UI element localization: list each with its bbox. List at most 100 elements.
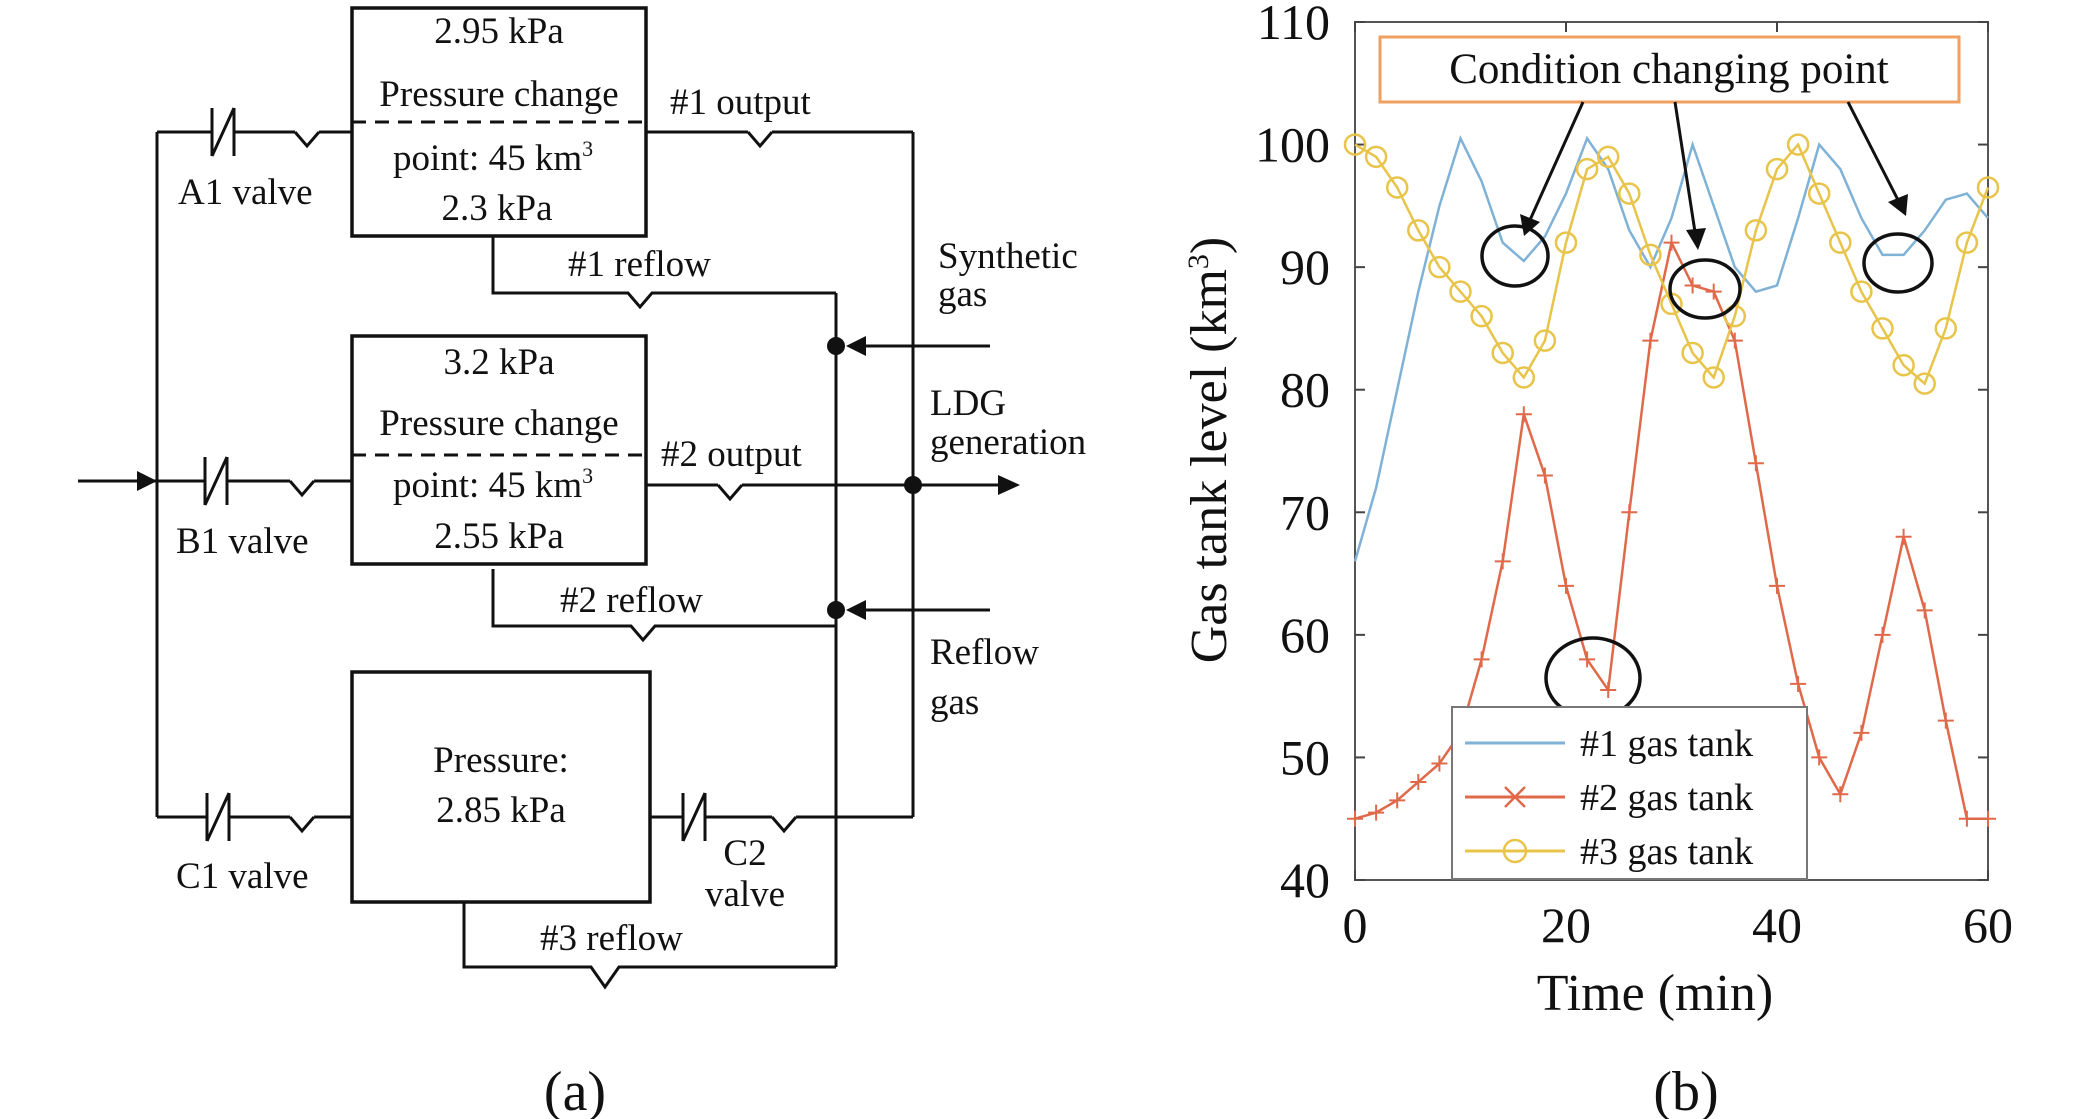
data-point-tank3 <box>1533 329 1557 352</box>
tank-1-change-point: point: 45 km3 <box>393 136 593 179</box>
c2-valve-label-line1: C2 <box>723 833 766 874</box>
c2-orifice-icon <box>770 816 798 834</box>
reflow-gas-arrow-icon <box>846 600 866 620</box>
y-tick-label: 70 <box>1280 484 1330 540</box>
junction-ldg <box>904 476 922 494</box>
data-point-tank2 <box>1726 332 1743 349</box>
legend-label-tank2: #2 gas tank <box>1580 777 1753 819</box>
data-point-tank3 <box>1449 280 1472 303</box>
c2-valve-label-line2: valve <box>705 874 785 915</box>
y-tick-label: 100 <box>1255 117 1330 173</box>
ldg-label-line2: generation <box>930 422 1086 463</box>
data-point-tank3 <box>1829 231 1852 254</box>
condition-circle <box>1668 258 1742 320</box>
data-point-tank2 <box>1790 675 1807 692</box>
arrow-head-icon <box>1520 214 1540 236</box>
data-point-tank3 <box>1934 317 1958 340</box>
annotation-arrows <box>1520 101 1908 250</box>
b1-orifice-icon <box>288 480 316 498</box>
data-point-tank2 <box>1958 810 1975 827</box>
y-tick-label: 60 <box>1280 607 1330 663</box>
legend-marker-tank2 <box>1504 786 1526 808</box>
y-tick-label: 110 <box>1257 0 1330 50</box>
data-point-tank3 <box>1850 280 1873 303</box>
tank-1-lower-pressure: 2.3 kPa <box>442 188 553 229</box>
y-tick-label: 40 <box>1280 852 1330 908</box>
output-1-label: #1 output <box>670 82 812 123</box>
reflow-2-label: #2 reflow <box>560 580 703 621</box>
data-point-tank3 <box>1765 157 1789 181</box>
data-point-tank2 <box>1621 504 1638 521</box>
data-point-tank3 <box>1385 176 1409 199</box>
condition-circle <box>1480 224 1550 288</box>
legend: #1 gas tank #2 gas tank #3 gas tank <box>1451 706 1808 880</box>
output-1-orifice-icon <box>746 131 774 149</box>
synthetic-gas-label-line2: gas <box>938 274 987 315</box>
data-point-tank2 <box>1347 810 1363 827</box>
data-point-tank3 <box>1744 219 1768 242</box>
arrow-head-icon <box>1888 194 1908 216</box>
tank-2-box <box>350 334 648 566</box>
data-point-tank3 <box>1491 341 1514 365</box>
a1-orifice-icon <box>293 131 321 149</box>
reflow-gas-label-line2: gas <box>930 682 979 723</box>
data-point-tank3 <box>1892 353 1915 377</box>
reflow-1-label: #1 reflow <box>568 244 711 285</box>
data-point-tank2 <box>1832 786 1849 803</box>
condition-circle <box>1862 232 1934 294</box>
data-point-tank3 <box>1702 366 1725 389</box>
data-point-tank3 <box>1639 243 1662 267</box>
data-point-tank2 <box>1410 773 1427 790</box>
ldg-label-line1: LDG <box>930 383 1006 424</box>
c2-valve-icon <box>681 792 707 842</box>
data-point-tank3 <box>1470 304 1493 328</box>
tank-2-upper-pressure: 3.2 kPa <box>444 342 555 383</box>
data-point-tank3 <box>1575 157 1599 181</box>
data-point-tank3 <box>1364 145 1388 169</box>
data-point-tank2 <box>1747 455 1764 472</box>
data-point-tank2 <box>1937 712 1954 729</box>
data-point-tank3 <box>1786 133 1810 156</box>
arrow-head-icon <box>1686 228 1706 250</box>
data-point-tank2 <box>1705 283 1722 300</box>
annotation-box <box>1378 35 1961 104</box>
y-tick-label: 50 <box>1280 729 1330 785</box>
tank-1-change-label: Pressure change <box>379 74 618 115</box>
panel-b-caption: (b) <box>1653 1061 1718 1119</box>
data-point-tank2 <box>1473 651 1490 668</box>
reflow-gas-label-line1: Reflow <box>930 632 1039 673</box>
data-point-tank2 <box>1579 651 1596 668</box>
junction-synthetic <box>827 337 845 355</box>
x-axis-label: Time (min) <box>1537 965 1773 1022</box>
panel-a-diagram: A1 valve B1 valve C1 valve 2.95 kPa Pres… <box>78 6 1086 1119</box>
a1-valve-icon <box>210 107 236 157</box>
legend-marker-tank3 <box>1502 838 1528 864</box>
data-point-tank2 <box>1515 406 1532 423</box>
data-point-tank3 <box>1807 182 1831 205</box>
series-line-tank3 <box>1354 142 1990 386</box>
tank-2-change-point: point: 45 km3 <box>393 463 593 506</box>
data-point-tank3 <box>1913 372 1936 395</box>
ldg-output-arrow-icon <box>998 475 1020 495</box>
data-point-tank2 <box>1494 553 1511 570</box>
data-point-tank2 <box>1811 749 1828 766</box>
b1-valve-icon <box>203 456 229 506</box>
annotation-label: Condition changing point <box>1449 46 1889 93</box>
data-point-tank2 <box>1431 755 1448 772</box>
data-point-tank3 <box>1955 231 1979 254</box>
x-tick-label: 20 <box>1541 897 1591 953</box>
tank-3-box <box>350 670 652 904</box>
tank-2-lower-pressure: 2.55 kPa <box>434 516 564 557</box>
data-point-tank3 <box>1871 317 1894 340</box>
data-point-tank3 <box>1407 219 1430 242</box>
data-point-tank3 <box>1596 145 1620 169</box>
data-point-tank2 <box>1916 602 1933 619</box>
tank-2-change-label: Pressure change <box>379 403 618 444</box>
b1-valve-label: B1 valve <box>176 521 309 562</box>
data-point-tank2 <box>1600 682 1617 699</box>
data-point-tank2 <box>1874 626 1891 643</box>
legend-label-tank3: #3 gas tank <box>1580 831 1753 873</box>
junction-reflow <box>827 601 845 619</box>
